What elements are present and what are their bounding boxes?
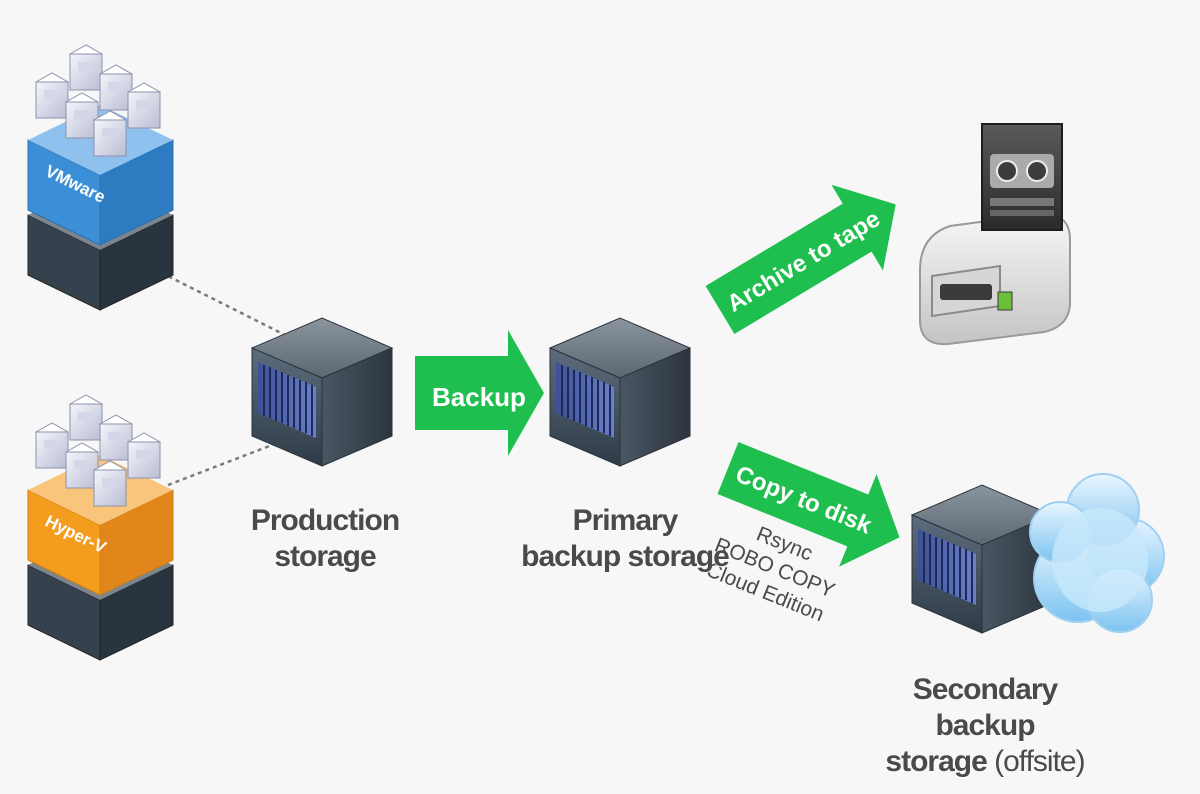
hyperv-to-production-connector (167, 438, 286, 487)
cloud-icon (1029, 473, 1165, 633)
secondary-backup-line2: storage (885, 745, 987, 778)
backup-arrow: Backup (415, 330, 544, 456)
hyperv-host: Hyper-V (27, 394, 174, 661)
production-storage-caption: Production storage (240, 503, 410, 575)
vm-cube-icon (127, 432, 161, 479)
secondary-backup-line2-wrap: storage (offsite) (870, 744, 1100, 780)
vm-cube-icon (69, 44, 103, 91)
primary-backup-storage-caption: Primary backup storage (520, 503, 730, 575)
production-storage-line1: Production (250, 504, 400, 537)
vm-cube-icon (35, 72, 69, 119)
vm-cube-icon (99, 414, 133, 461)
production-storage-server-icon (251, 317, 393, 467)
vm-cube-icon (65, 442, 99, 489)
vm-cube-icon (127, 82, 161, 129)
vm-cube-icon (69, 394, 103, 441)
secondary-backup-offsite: (offsite) (994, 745, 1085, 778)
vm-cube-icon (93, 110, 127, 157)
production-storage-line2: storage (274, 540, 376, 573)
vmware-host: VMware (27, 44, 174, 311)
primary-backup-line1: Primary (572, 504, 679, 537)
vm-cube-icon (99, 64, 133, 111)
backup-arrow-label: Backup (432, 382, 526, 412)
secondary-backup-storage-caption: Secondary backup storage (offsite) (870, 672, 1100, 780)
vm-cube-icon (65, 92, 99, 139)
vm-cube-icon (35, 422, 69, 469)
secondary-backup-server-icon (911, 484, 1053, 634)
vm-cube-icon (93, 460, 127, 507)
primary-backup-server-icon (549, 317, 691, 467)
tape-drive-icon (919, 123, 1071, 346)
archive-to-tape-arrow: Archive to tape (705, 184, 896, 335)
primary-backup-line2: backup storage (521, 540, 730, 573)
secondary-backup-line1: Secondary backup (912, 673, 1058, 742)
